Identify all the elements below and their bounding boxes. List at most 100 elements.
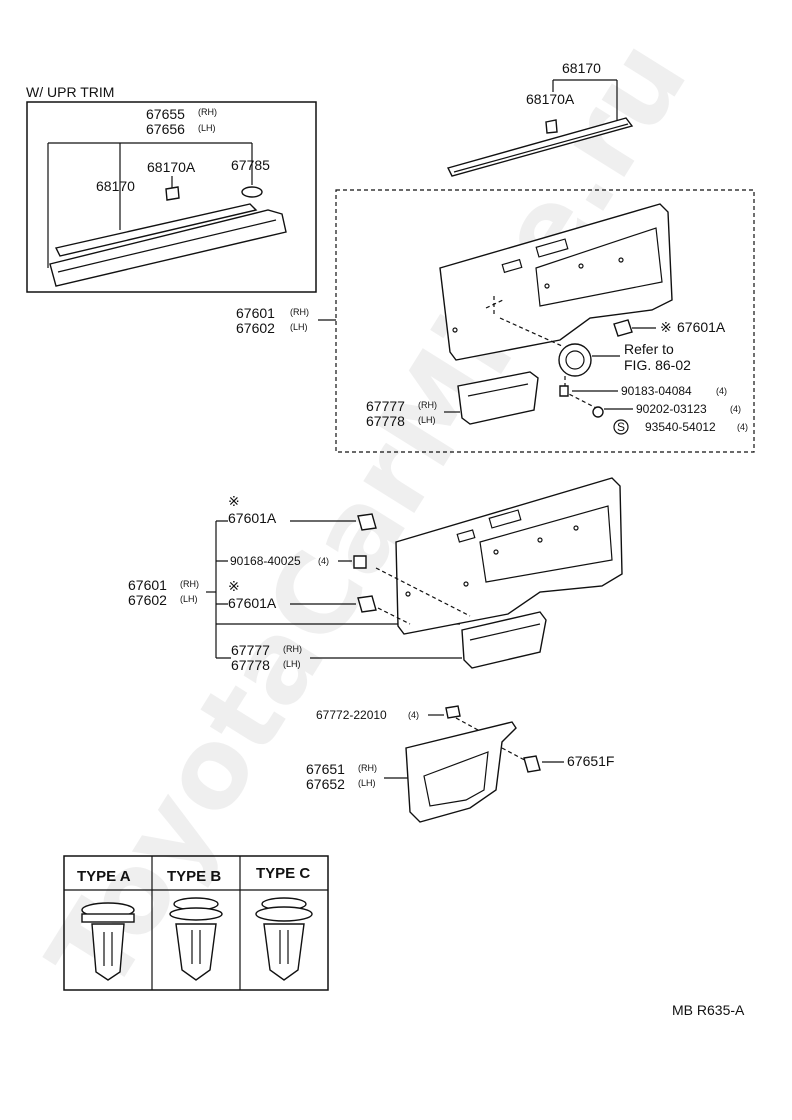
part-68170: 68170 [96,178,135,194]
rh-tag: (RH) [198,107,217,117]
asterisk-b2: ※ [228,578,240,594]
qty-90168: (4) [318,556,329,566]
nut-90202 [592,406,604,418]
weatherstrip-line [57,219,277,273]
clip-68170A [165,186,180,201]
part-93540: 93540-54012 [645,420,716,434]
type-a-clip [81,902,135,981]
part-67777-b: 67777 [231,642,270,658]
part-67785: 67785 [231,157,270,173]
rh-tag: (RH) [290,307,309,317]
screw-hole [537,537,543,543]
moulding-strip-top-line [453,123,629,173]
part-67656: 67656 [146,121,185,137]
armrest-67777-b [461,611,547,669]
part-68170-top: 68170 [562,60,601,76]
qty-90183: (4) [716,386,727,396]
part-67655: 67655 [146,106,185,122]
qty-67772: (4) [408,710,419,720]
screw-hole [544,283,550,289]
lh-tag: (LH) [358,778,376,788]
lh-tag: (LH) [180,594,198,604]
part-67602-a: 67602 [236,320,275,336]
part-67651F: 67651F [567,753,614,769]
part-67601-a: 67601 [236,305,275,321]
part-67777-a: 67777 [366,398,405,414]
weatherstrip [49,209,287,287]
type-c-header: TYPE C [256,865,310,882]
bracket-b [215,520,356,658]
type-c-clip [255,897,313,981]
lh-tag: (LH) [283,659,301,669]
lock-slot-a [501,258,523,274]
fastener-guide [564,376,601,411]
handle-slot-a [535,238,569,258]
part-68170A-top: 68170A [526,91,575,107]
refer-fig: FIG. 86-02 [624,357,691,373]
rh-tag: (RH) [358,763,377,773]
screw-hole [405,591,411,597]
qty-93540: (4) [737,422,748,432]
part-90183: 90183-04084 [621,384,692,398]
screw-hole [573,525,579,531]
lh-tag: (LH) [290,322,308,332]
refer-to: Refer to [624,341,674,357]
screw-67772 [445,705,461,719]
rear-trim-recess [423,751,489,807]
armrest-edge-b [469,623,541,641]
screw-90168 [353,555,367,569]
part-67651: 67651 [306,761,345,777]
door-trim-panel-a [439,203,673,361]
type-table-grid [64,856,328,990]
figure-code: MB R635-A [672,1002,745,1018]
armrest-recess-b [479,505,613,583]
screw-hole [452,327,458,333]
screw-hole [618,257,624,263]
part-90202: 90202-03123 [636,402,707,416]
rh-tag: (RH) [283,644,302,654]
part-67778-b: 67778 [231,657,270,673]
leader-top-right [552,79,618,120]
clip-68170A-top [545,119,558,134]
part-67601A-a: 67601A [677,319,726,335]
screw-guide-c [455,717,501,743]
lh-tag: (LH) [198,123,216,133]
s-mark: S [617,420,625,434]
part-67601A-b1: 67601A [228,510,277,526]
lock-slot-b [456,529,476,543]
armrest-edge-a [467,383,529,397]
armrest-67777-a [457,371,539,425]
clip-67601A-b1 [357,513,377,531]
part-67602-b: 67602 [128,592,167,608]
moulding-strip [54,203,258,257]
type-b-clip [169,897,223,981]
bolt-90183 [559,385,569,397]
part-90168: 90168-40025 [230,554,301,568]
door-trim-panel-b [395,477,623,635]
upr-trim-label: W/ UPR TRIM [26,84,114,100]
leader-lines [47,142,253,268]
type-b-header: TYPE B [167,868,221,885]
asterisk-a: ※ [660,319,672,335]
s-circle [613,419,629,435]
panel-a-dashed-box [335,189,755,453]
part-67601-b: 67601 [128,577,167,593]
armrest-recess-a [535,227,663,307]
lh-tag: (LH) [418,415,436,425]
part-68170A: 68170A [147,159,196,175]
rh-tag: (RH) [418,400,437,410]
clip-67601A-a [613,319,633,337]
qty-90202: (4) [730,404,741,414]
upr-trim-box [26,101,317,293]
handle-slot-b [488,509,522,529]
screw-hole [578,263,584,269]
window-crank-guide [485,296,563,347]
part-67652: 67652 [306,776,345,792]
part-67772: 67772-22010 [316,708,387,722]
part-67778-a: 67778 [366,413,405,429]
crank-knob [558,343,592,377]
part-67601A-b2: 67601A [228,595,277,611]
rh-tag: (RH) [180,579,199,589]
retainer-67785 [241,186,263,198]
